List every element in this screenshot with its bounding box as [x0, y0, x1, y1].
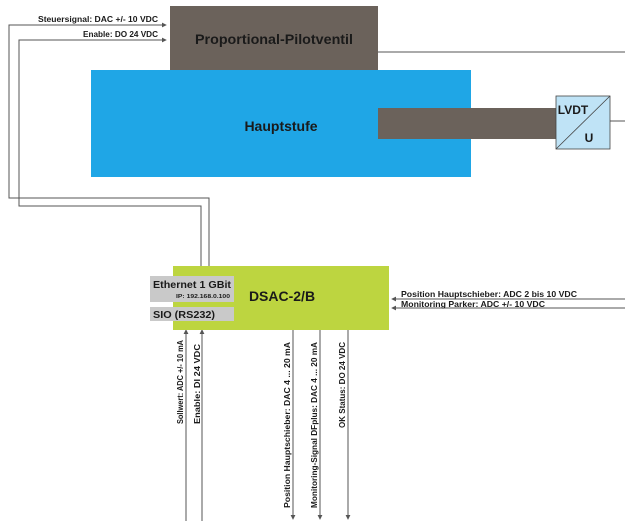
main-stage-label: Hauptstufe — [244, 118, 317, 134]
monitoring-out-label: Monitoring-Signal DFplus: DAC 4 ... 20 m… — [310, 342, 319, 508]
position-signal-label: Position Hauptschieber: ADC 2 bis 10 VDC — [401, 289, 577, 299]
lvdt-u-label: U — [585, 131, 594, 145]
ethernet-ip: IP: 192.168.0.100 — [176, 294, 230, 300]
pilot-valve: Proportional-Pilotventil — [170, 6, 378, 70]
setpoint-label: Sollwert: ADC +/- 10 mA — [176, 340, 185, 424]
main-spool — [378, 108, 556, 139]
sio-label: SIO (RS232) — [153, 310, 215, 321]
lvdt-label: LVDT — [558, 103, 589, 117]
control-signal-label: Steuersignal: DAC +/- 10 VDC — [38, 14, 158, 24]
controller-label: DSAC-2/B — [249, 288, 315, 304]
position-out-label: Position Hauptschieber: DAC 4 ... 20 mA — [283, 342, 292, 508]
ethernet-port-box — [150, 276, 234, 302]
ok-status-label: OK Status: DO 24 VDC — [338, 342, 347, 428]
ethernet-label: Ethernet 1 GBit — [153, 280, 232, 291]
lvdt-sensor: LVDT U — [555, 95, 611, 150]
sio-port-box — [150, 307, 234, 321]
controller: Ethernet 1 GBit IP: 192.168.0.100 SIO (R… — [150, 266, 389, 330]
enable-wire — [18, 37, 202, 266]
monitoring-signal-label: Monitoring Parker: ADC +/- 10 VDC — [401, 299, 545, 309]
pilot-valve-label: Proportional-Pilotventil — [195, 31, 353, 47]
wiring — [8, 22, 625, 521]
enable-signal-label: Enable: DO 24 VDC — [83, 29, 158, 39]
enable-in-label: Enable: DI 24 VDC — [193, 344, 202, 424]
control-signal-wire — [8, 22, 210, 266]
